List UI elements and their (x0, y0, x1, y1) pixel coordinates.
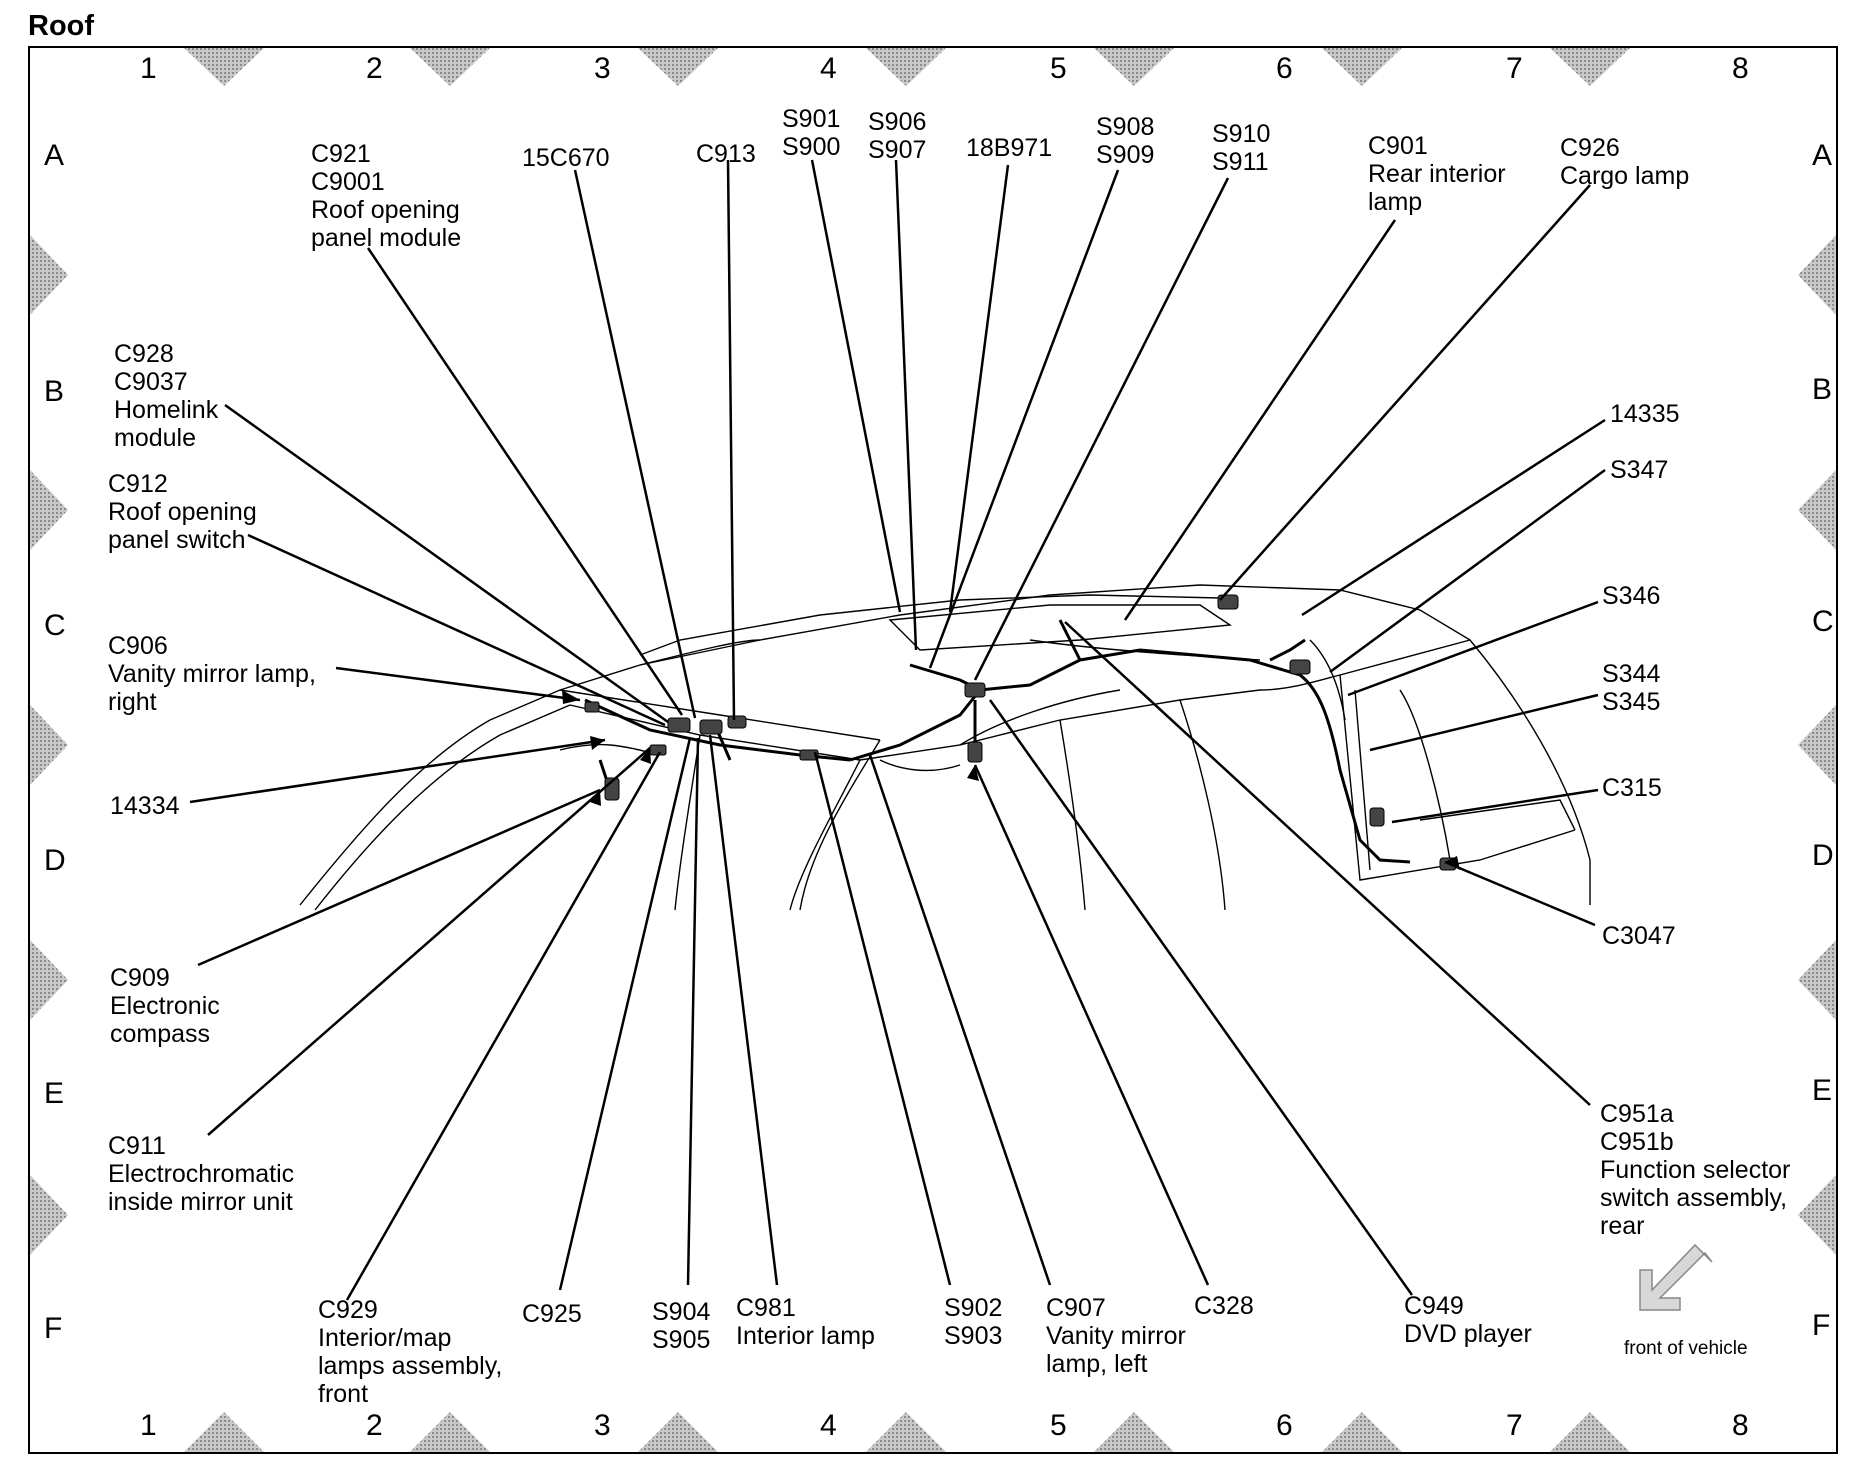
label-15c670: 15C670 (522, 144, 610, 172)
grid-row-left-E: E (44, 1077, 65, 1110)
grid-row-left-A: A (44, 139, 65, 172)
grid-col-top-3: 3 (594, 52, 611, 85)
label-c925: C925 (522, 1300, 582, 1328)
grid-col-top-4: 4 (820, 52, 837, 85)
grid-col-top-5: 5 (1050, 52, 1067, 85)
label-18b971: 18B971 (966, 134, 1053, 162)
label-s908: S908 S909 (1096, 113, 1155, 169)
label-c328: C328 (1194, 1292, 1254, 1320)
leader-lines (189, 159, 1606, 1301)
label-c921: C921 C9001 Roof opening panel module (311, 140, 462, 252)
grid-row-right-F: F (1812, 1309, 1831, 1342)
label-c951: C951a C951b Function selector switch ass… (1600, 1100, 1791, 1240)
grid-col-bottom-6: 6 (1276, 1409, 1293, 1442)
label-c901: C901 Rear interior lamp (1368, 132, 1506, 216)
label-c907: C907 Vanity mirror lamp, left (1046, 1294, 1186, 1378)
grid-row-left-F: F (44, 1312, 63, 1345)
grid-col-bottom-2: 2 (366, 1409, 383, 1442)
label-c928: C928 C9037 Homelink module (114, 340, 219, 452)
diagram-frame (28, 46, 1838, 1454)
label-c909: C909 Electronic compass (110, 964, 220, 1048)
front-of-vehicle-arrow-icon (1639, 1243, 1713, 1311)
label-c929: C929 Interior/map lamps assembly, front (318, 1296, 503, 1408)
label-14334: 14334 (110, 792, 180, 820)
label-c926: C926 Cargo lamp (1560, 134, 1690, 190)
label-c912: C912 Roof opening panel switch (108, 470, 257, 554)
grid-col-bottom-8: 8 (1732, 1409, 1749, 1442)
label-c911: C911 Electrochromatic inside mirror unit (108, 1132, 295, 1216)
grid-markers (30, 48, 1836, 1452)
grid-col-bottom-4: 4 (820, 1409, 837, 1442)
grid-col-bottom-5: 5 (1050, 1409, 1067, 1442)
grid-col-bottom-3: 3 (594, 1409, 611, 1442)
grid-row-left-C: C (44, 609, 66, 642)
label-s344: S344 S345 (1602, 660, 1661, 716)
leader-arrowheads (562, 690, 1460, 870)
label-c315: C315 (1602, 774, 1662, 802)
label-s910: S910 S911 (1212, 120, 1271, 176)
label-s904: S904 S905 (652, 1298, 711, 1354)
label-c949: C949 DVD player (1404, 1292, 1532, 1348)
grid-row-right-D: D (1812, 839, 1834, 872)
grid-row-right-B: B (1812, 373, 1833, 406)
grid-row-left-B: B (44, 375, 65, 408)
label-14335: 14335 (1610, 400, 1680, 428)
page-title: Roof (28, 10, 95, 42)
label-s901: S901 S900 (782, 105, 841, 161)
grid-row-right-E: E (1812, 1074, 1833, 1107)
grid-row-right-A: A (1812, 139, 1833, 172)
front-of-vehicle-label: front of vehicle (1624, 1338, 1748, 1359)
grid-col-top-2: 2 (366, 52, 383, 85)
grid-row-left-D: D (44, 844, 66, 877)
label-s346: S346 (1602, 582, 1661, 610)
grid-col-top-7: 7 (1506, 52, 1523, 85)
label-c981: C981 Interior lamp (736, 1294, 875, 1350)
label-s902: S902 S903 (944, 1294, 1003, 1350)
label-s347: S347 (1610, 456, 1669, 484)
connectors (584, 594, 1457, 871)
label-s906: S906 S907 (868, 108, 927, 164)
grid-row-right-C: C (1812, 605, 1834, 638)
label-c913: C913 (696, 140, 756, 168)
grid-col-bottom-7: 7 (1506, 1409, 1523, 1442)
grid-col-top-1: 1 (140, 52, 157, 85)
grid-col-top-8: 8 (1732, 52, 1749, 85)
label-c3047: C3047 (1602, 922, 1676, 950)
label-c906: C906 Vanity mirror lamp, right (108, 632, 316, 716)
grid-col-top-6: 6 (1276, 52, 1293, 85)
grid-col-bottom-1: 1 (140, 1409, 157, 1442)
